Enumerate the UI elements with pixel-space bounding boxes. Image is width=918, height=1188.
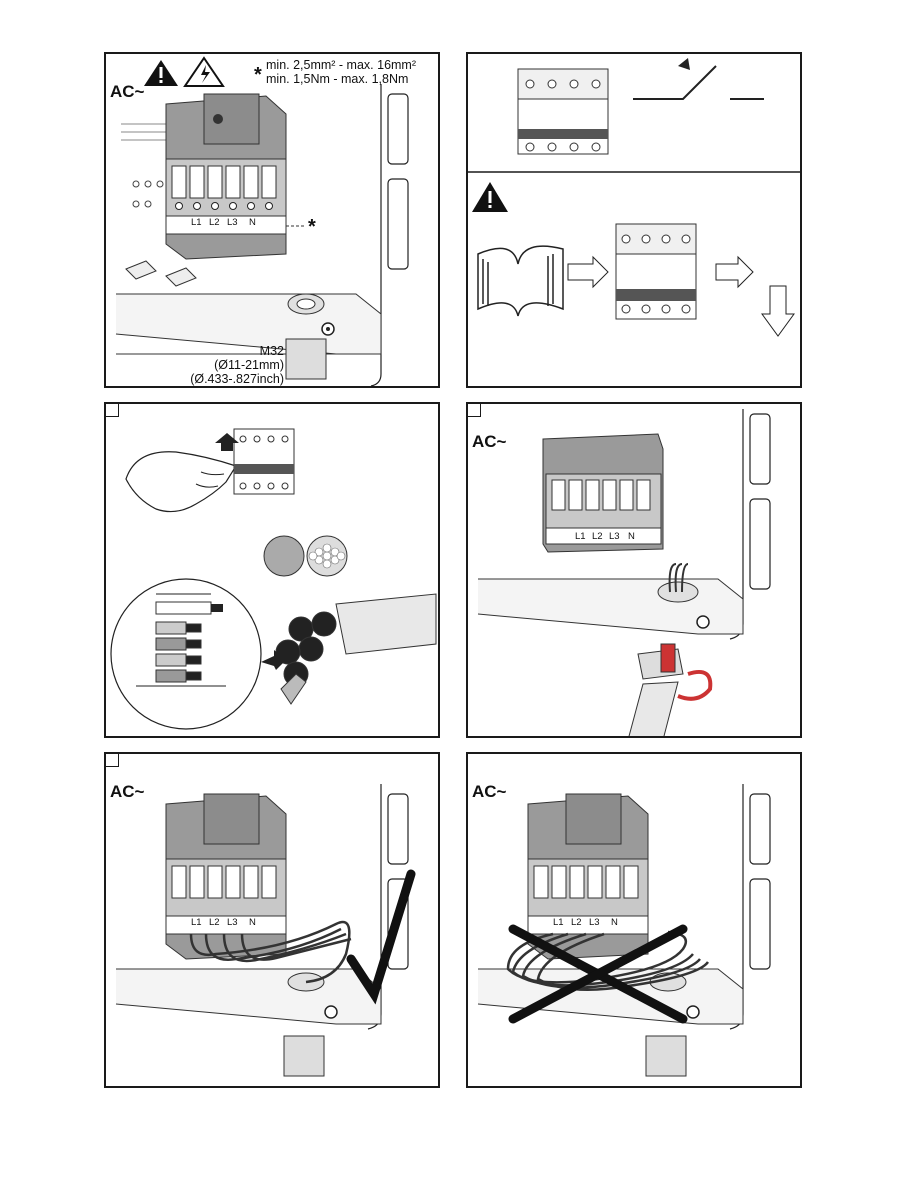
terminal-label-l1: L1 [191, 917, 202, 928]
terminal-label-n: N [628, 531, 635, 542]
circuit-breaker-icon [517, 68, 609, 155]
terminal-label-l2: L2 [209, 217, 220, 228]
terminal-label-l3: L3 [589, 917, 600, 928]
spec-star: * [254, 64, 262, 86]
arrow-right-icon [715, 255, 754, 289]
panel-connection-overview: AC~ * min. 2,5mm² - max. 16mm² min. 1,5N… [104, 52, 440, 388]
cross-icon [508, 924, 688, 1024]
terminal-label-l1: L1 [191, 217, 202, 228]
manual-icon [477, 245, 564, 317]
terminal-label-l1: L1 [575, 531, 586, 542]
panel-insert-cable: AC~ L1 L2 L3 N [466, 402, 802, 738]
ac-label: AC~ [472, 432, 507, 451]
terminal-label-l2: L2 [592, 531, 603, 542]
step-marker [468, 404, 481, 417]
panel-switch-off-and-strip [104, 402, 440, 738]
warning-icon [144, 60, 178, 86]
terminal-star: * [308, 216, 316, 238]
terminal-block-illustration [115, 56, 409, 386]
circuit-breaker-icon [233, 428, 295, 495]
step-marker [106, 754, 119, 767]
terminal-label-l1: L1 [553, 917, 564, 928]
terminal-label-l3: L3 [227, 217, 238, 228]
stripping-illustration [110, 428, 437, 730]
gland-range-inch: (Ø.433-.827inch) [190, 372, 284, 386]
terminal-label-l2: L2 [209, 917, 220, 928]
cable-insertion-illustration [477, 409, 771, 736]
ac-label: AC~ [110, 82, 145, 101]
terminal-label-l3: L3 [609, 531, 620, 542]
correct-wiring-illustration [115, 784, 416, 1077]
incorrect-wiring-illustration [477, 784, 771, 1077]
terminal-label-n: N [611, 917, 618, 928]
electric-shock-icon [183, 56, 225, 87]
gland-size: M32 [259, 344, 284, 358]
torque-spec: min. 1,5Nm - max. 1,8Nm [266, 72, 409, 86]
step-marker [106, 404, 119, 417]
terminal-label-l3: L3 [227, 917, 238, 928]
ac-label: AC~ [472, 782, 507, 801]
checkmark-icon [346, 869, 416, 1005]
panel-correct-wiring: AC~ L1 L2 L3 N [104, 752, 440, 1088]
warning-icon [472, 182, 508, 212]
breaker-illustration [468, 58, 800, 337]
ac-label: AC~ [110, 782, 145, 801]
panel-incorrect-wiring: AC~ L1 L2 L3 N [466, 752, 802, 1088]
cable-cross-section-spec: min. 2,5mm² - max. 16mm² [266, 58, 417, 72]
terminal-label-n: N [249, 917, 256, 928]
cable-gland-spec: M32 (Ø11-21mm) (Ø.433-.827inch) [174, 344, 284, 386]
gland-range-mm: (Ø11-21mm) [214, 358, 284, 372]
circuit-breaker-icon [615, 223, 697, 320]
terminal-label-n: N [249, 217, 256, 228]
arrow-down-icon [761, 285, 795, 337]
panel-breaker-safety [466, 52, 802, 388]
terminal-label-l2: L2 [571, 917, 582, 928]
